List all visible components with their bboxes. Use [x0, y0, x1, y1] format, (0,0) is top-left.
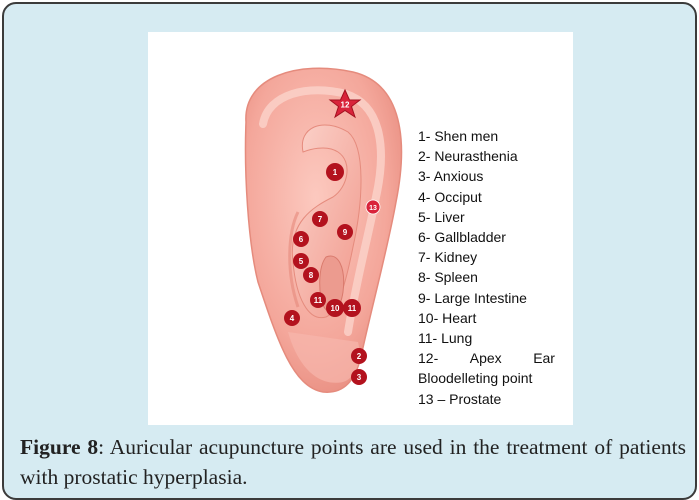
- legend-item: 7- Kidney: [418, 247, 558, 267]
- legend-item-12-part: Apex: [470, 348, 502, 368]
- point-11b: 11: [343, 299, 361, 317]
- point-11a-label: 11: [314, 296, 323, 305]
- point-7: 7: [312, 211, 328, 227]
- point-1: 1: [326, 163, 344, 181]
- figure-label: Figure 8: [20, 435, 98, 459]
- point-10: 10: [326, 299, 344, 317]
- point-7-label: 7: [318, 215, 323, 224]
- point-1-label: 1: [333, 168, 338, 177]
- point-8-label: 8: [309, 271, 314, 280]
- legend-item: 3- Anxious: [418, 166, 558, 186]
- point-3: 3: [351, 369, 367, 385]
- point-4-label: 4: [290, 314, 295, 323]
- ear-diagram: 12 1 2 3 4 5 6 7 8 9 10 11 11 13 1- Shen…: [148, 32, 573, 425]
- legend-item: 10- Heart: [418, 308, 558, 328]
- point-12-label: 12: [341, 101, 350, 110]
- point-2: 2: [351, 348, 367, 364]
- caption-text: : Auricular acupuncture points are used …: [20, 435, 686, 489]
- legend-item: 6- Gallbladder: [418, 227, 558, 247]
- point-11a: 11: [310, 292, 326, 308]
- points-legend: 1- Shen men 2- Neurasthenia 3- Anxious 4…: [418, 126, 558, 409]
- point-5-label: 5: [299, 257, 304, 266]
- point-13: 13: [366, 200, 380, 214]
- point-9: 9: [337, 224, 353, 240]
- point-13-label: 13: [369, 205, 377, 212]
- figure-caption: Figure 8: Auricular acupuncture points a…: [20, 432, 686, 492]
- point-9-label: 9: [343, 228, 348, 237]
- legend-item-12-part: Ear: [533, 348, 555, 368]
- legend-item: 4- Occiput: [418, 187, 558, 207]
- legend-item: 11- Lung: [418, 328, 558, 348]
- legend-item: 9- Large Intestine: [418, 288, 558, 308]
- point-2-label: 2: [357, 352, 362, 361]
- legend-item: 2- Neurasthenia: [418, 146, 558, 166]
- legend-item-12-part: 12-: [418, 348, 438, 368]
- point-8: 8: [303, 267, 319, 283]
- point-6: 6: [293, 231, 309, 247]
- legend-item: 5- Liver: [418, 207, 558, 227]
- point-4: 4: [284, 310, 300, 326]
- point-3-label: 3: [357, 373, 362, 382]
- legend-item: Bloodelleting point: [418, 368, 558, 388]
- legend-item: 13 – Prostate: [418, 389, 558, 409]
- legend-item-12: 12- Apex Ear: [418, 348, 555, 368]
- point-6-label: 6: [299, 235, 304, 244]
- legend-item: 1- Shen men: [418, 126, 558, 146]
- point-11b-label: 11: [348, 304, 357, 313]
- point-5: 5: [293, 253, 309, 269]
- legend-item: 8- Spleen: [418, 267, 558, 287]
- point-10-label: 10: [331, 304, 340, 313]
